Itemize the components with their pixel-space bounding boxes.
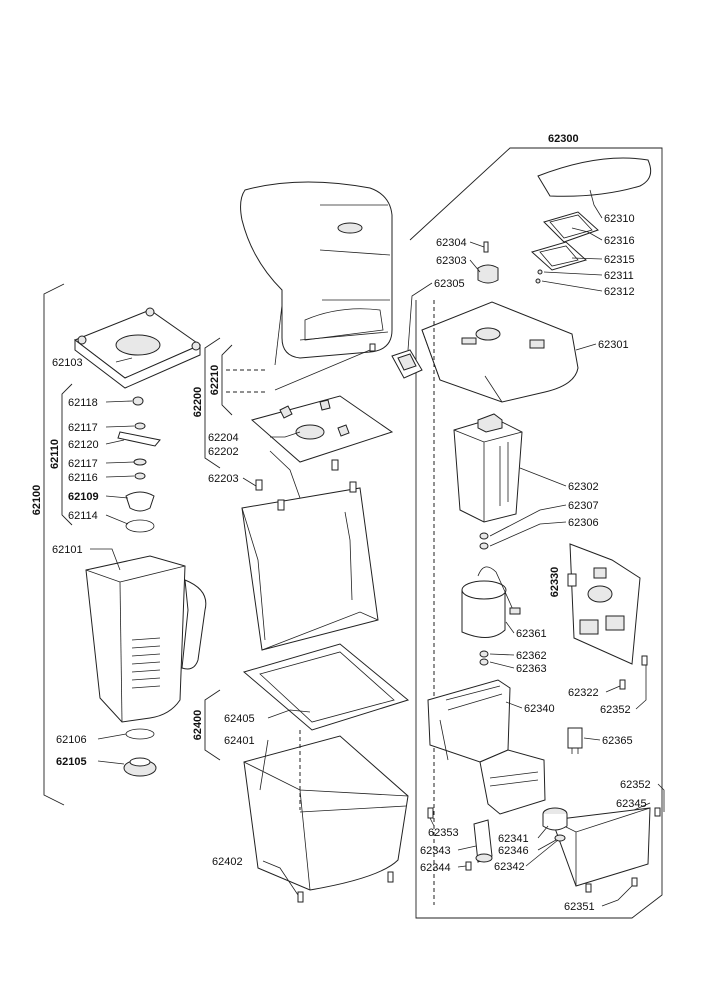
part-labels: 62103 62118 62117 62120 62117 62116 6210…	[52, 213, 651, 913]
group-62100-bracket: 62100	[31, 283, 65, 806]
sound-cover	[240, 181, 393, 359]
label-62105: 62105	[56, 756, 87, 768]
label-62344: 62344	[420, 862, 451, 874]
label-62117-lower: 62117	[68, 458, 98, 470]
rubber-foot	[542, 807, 568, 842]
group-62200-bracket: 62200	[192, 337, 221, 469]
label-62341: 62341	[498, 833, 529, 845]
top-plate	[250, 395, 394, 463]
label-62306: 62306	[568, 517, 599, 529]
group-62300-frame: 62300	[409, 133, 663, 919]
group-62200-label: 62200	[192, 387, 204, 418]
label-62106: 62106	[56, 734, 87, 746]
label-62340: 62340	[524, 703, 555, 715]
control-panel-lens	[537, 157, 652, 197]
panel-gasket-62316	[543, 211, 599, 243]
label-62405: 62405	[224, 713, 255, 725]
label-62103: 62103	[52, 357, 83, 369]
label-62114: 62114	[68, 510, 98, 522]
group-62210-bracket: 62210	[209, 344, 233, 416]
inner-frame	[241, 459, 379, 651]
group-62330-label: 62330	[549, 567, 561, 598]
label-62343: 62343	[420, 845, 451, 857]
capacitor	[461, 566, 521, 638]
drive-socket	[123, 757, 157, 777]
label-62203: 62203	[208, 473, 239, 485]
label-62312: 62312	[604, 286, 635, 298]
label-62351: 62351	[564, 901, 595, 913]
label-62118: 62118	[68, 397, 98, 409]
label-62361: 62361	[516, 628, 547, 640]
base-gasket	[242, 643, 410, 731]
power-switch	[391, 349, 423, 379]
label-62402: 62402	[212, 856, 243, 868]
label-62316: 62316	[604, 235, 635, 247]
label-62342: 62342	[494, 861, 525, 873]
label-62322: 62322	[568, 687, 599, 699]
group-62400-label: 62400	[192, 710, 204, 741]
label-62120: 62120	[68, 439, 99, 451]
container-graduation-marks	[131, 637, 161, 689]
coupling	[477, 241, 499, 284]
group-62110-label: 62110	[49, 439, 61, 469]
label-62204: 62204	[208, 432, 239, 444]
motor-bracket	[427, 679, 546, 815]
label-62303: 62303	[436, 255, 467, 267]
membrane-62315	[531, 241, 587, 271]
label-62352-lower: 62352	[620, 779, 651, 791]
label-62352-upper: 62352	[600, 704, 631, 716]
label-62401: 62401	[224, 735, 255, 747]
label-62307: 62307	[568, 500, 599, 512]
label-62311: 62311	[604, 270, 634, 282]
group-62110-bracket: 62110	[49, 383, 73, 526]
upper-housing	[421, 301, 579, 403]
label-62353: 62353	[428, 827, 459, 839]
label-62365: 62365	[602, 735, 633, 747]
label-62315: 62315	[604, 254, 635, 266]
label-62302: 62302	[568, 481, 599, 493]
control-board	[569, 543, 641, 665]
label-62202: 62202	[208, 446, 239, 458]
blade-assembly	[117, 396, 161, 533]
group-62210-label: 62210	[209, 365, 221, 396]
label-62101: 62101	[52, 544, 83, 556]
label-62363: 62363	[516, 663, 547, 675]
label-62305: 62305	[434, 278, 465, 290]
label-62304: 62304	[436, 237, 467, 249]
motor	[433, 300, 523, 905]
label-62346: 62346	[498, 845, 529, 857]
base-housing	[243, 730, 409, 891]
group-62400-bracket: 62400	[192, 689, 221, 761]
label-62109: 62109	[68, 491, 99, 503]
label-62362: 62362	[516, 650, 547, 662]
container-pad	[73, 307, 202, 389]
leader-lines	[90, 189, 665, 907]
label-62345: 62345	[616, 798, 647, 810]
relay	[567, 727, 583, 754]
label-62310: 62310	[604, 213, 635, 225]
group-62300-label: 62300	[548, 133, 579, 145]
blender-container	[85, 555, 207, 777]
group-62100-label: 62100	[31, 485, 43, 516]
plunger	[473, 819, 493, 863]
label-62117-upper: 62117	[68, 422, 98, 434]
label-62116: 62116	[68, 472, 98, 484]
group-62330-frame: 62330	[549, 567, 561, 598]
label-62301: 62301	[598, 339, 629, 351]
